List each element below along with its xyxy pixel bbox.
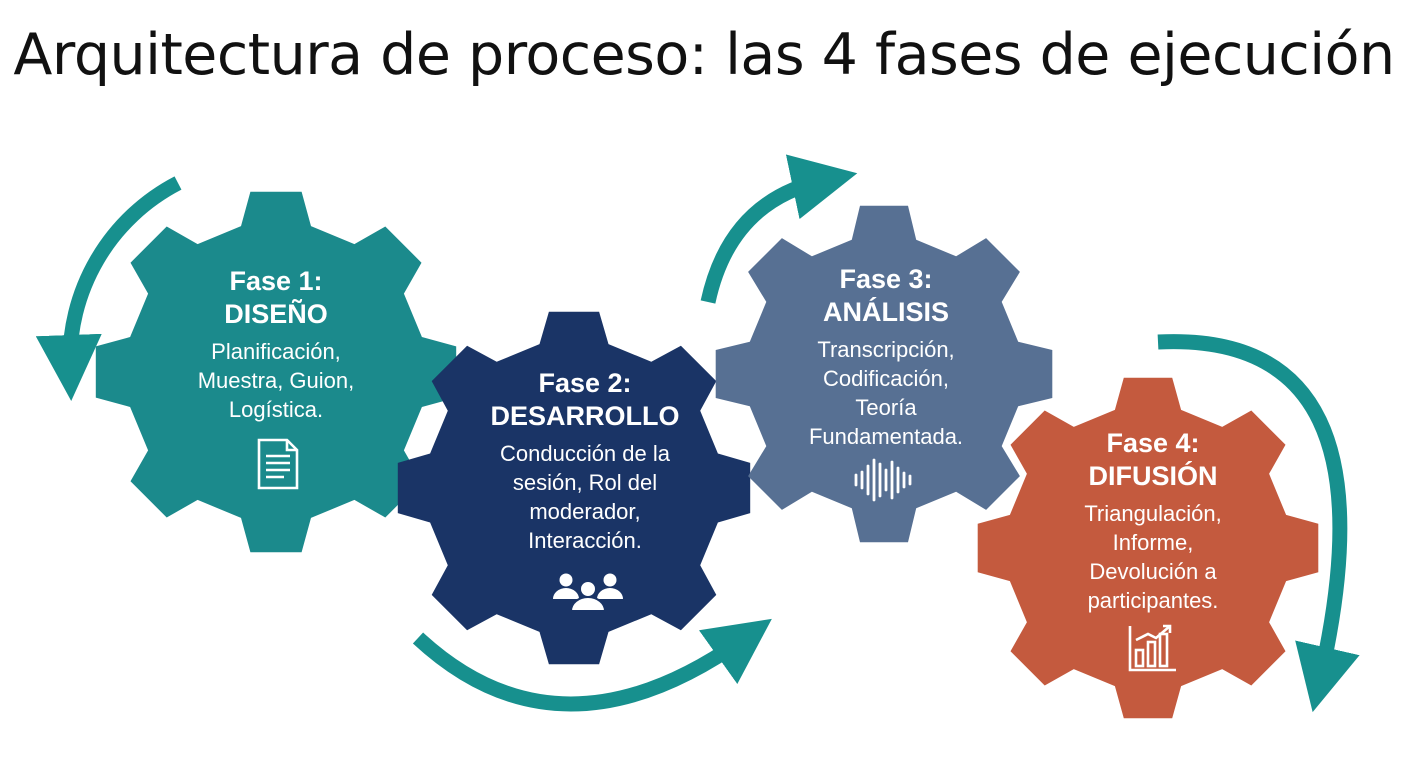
bar-chart-icon: [1128, 624, 1176, 672]
phase-3-label: Fase 3:: [839, 264, 933, 294]
cycle-arrow-4: [1157, 334, 1360, 713]
people-icon: [553, 573, 623, 612]
phase-4-line: participantes.: [1087, 588, 1219, 613]
phase-4-text: Fase 4: DIFUSIÓN Triangulación, Informe,…: [1053, 427, 1253, 615]
phase-4-line: Triangulación,: [1084, 501, 1222, 526]
phase-1-label: Fase 1:: [229, 266, 323, 296]
phase-3-line: Fundamentada.: [808, 424, 964, 449]
gear-phase-1: [95, 191, 457, 553]
phase-1-line: Planificación,: [211, 339, 341, 364]
phase-3-line: Teoría: [855, 395, 917, 420]
gear-phase-2: [397, 311, 751, 665]
phase-2-line: sesión, Rol del: [512, 470, 658, 495]
phase-4-line: Devolución a: [1089, 559, 1217, 584]
phase-3-line: Transcripción,: [817, 337, 955, 362]
phase-1-line: Logística.: [228, 397, 324, 422]
phase-1-text: Fase 1: DISEÑO Planificación, Muestra, G…: [176, 265, 376, 424]
cycle-arrow-3: [700, 154, 858, 304]
page-title: Arquitectura de proceso: las 4 fases de …: [13, 22, 1395, 88]
phase-4-label: Fase 4:: [1106, 428, 1200, 458]
phase-1-name: DISEÑO: [224, 299, 328, 329]
phase-2-description: Conducción de la sesión, Rol del moderad…: [470, 439, 700, 555]
phase-3-line: Codificación,: [823, 366, 949, 391]
gear-phase-3: [715, 205, 1053, 543]
phase-2-line: Conducción de la: [499, 441, 670, 466]
document-icon: [257, 438, 299, 490]
phase-1-description: Planificación, Muestra, Guion, Logística…: [176, 337, 376, 424]
phase-3-description: Transcripción, Codificación, Teoría Fund…: [776, 335, 996, 451]
phase-2-name: DESARROLLO: [490, 401, 680, 431]
gear-phase-4: [977, 377, 1319, 719]
phase-1-line: Muestra, Guion,: [197, 368, 355, 393]
phase-2-label: Fase 2:: [538, 368, 632, 398]
phase-3-name: ANÁLISIS: [822, 297, 949, 327]
phase-4-line: Informe,: [1112, 530, 1194, 555]
phase-4-description: Triangulación, Informe, Devolución a par…: [1053, 499, 1253, 615]
phase-3-text: Fase 3: ANÁLISIS Transcripción, Codifica…: [776, 263, 996, 451]
phase-2-line: Interacción.: [528, 528, 642, 553]
phase-4-name: DIFUSIÓN: [1088, 461, 1218, 491]
cycle-arrow-1: [35, 176, 182, 401]
phase-2-text: Fase 2: DESARROLLO Conducción de la sesi…: [470, 367, 700, 555]
cycle-arrow-2: [412, 618, 772, 712]
audio-waveform-icon: [854, 458, 912, 502]
phase-2-line: moderador,: [529, 499, 641, 524]
